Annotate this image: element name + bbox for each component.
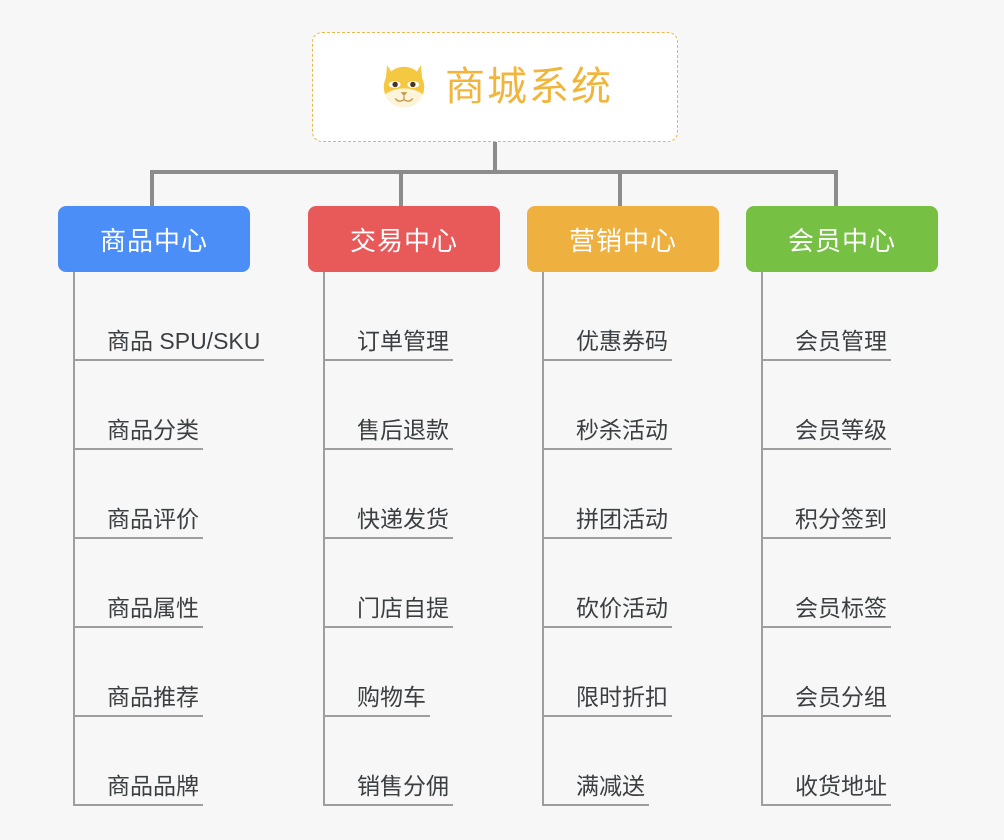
branch-marketing-center: 营销中心 优惠券码 秒杀活动 拼团活动 砍价活动 限时折扣: [527, 206, 719, 806]
category-header-label: 会员中心: [787, 225, 896, 256]
leaf-underline: [75, 715, 203, 717]
connector-drop-product-center: [150, 170, 154, 206]
list-item[interactable]: 购物车: [325, 628, 500, 717]
leaf-underline: [544, 804, 649, 806]
list-item[interactable]: 会员等级: [763, 361, 938, 450]
list-item[interactable]: 限时折扣: [544, 628, 719, 717]
shiba-dog-face-icon: [383, 65, 425, 109]
leaf-underline: [325, 537, 453, 539]
leaf-label: 优惠券码: [576, 327, 668, 354]
leaf-label: 商品属性: [107, 594, 199, 621]
list-item[interactable]: 销售分佣: [325, 717, 500, 806]
leaf-underline: [544, 626, 672, 628]
leaf-list-marketing-center: 优惠券码 秒杀活动 拼团活动 砍价活动 限时折扣 满减送: [542, 272, 719, 806]
leaf-label: 会员标签: [795, 594, 887, 621]
leaf-list-product-center: 商品 SPU/SKU 商品分类 商品评价 商品属性 商品推荐 商品品牌: [73, 272, 264, 806]
branch-trade-center: 交易中心 订单管理 售后退款 快递发货 门店自提 购物车: [308, 206, 500, 806]
leaf-underline: [75, 537, 203, 539]
leaf-underline: [763, 448, 891, 450]
leaf-underline: [763, 626, 891, 628]
leaf-label: 销售分佣: [357, 772, 449, 799]
list-item[interactable]: 售后退款: [325, 361, 500, 450]
leaf-underline: [763, 359, 891, 361]
leaf-label: 限时折扣: [576, 683, 668, 710]
list-item[interactable]: 收货地址: [763, 717, 938, 806]
branch-member-center: 会员中心 会员管理 会员等级 积分签到 会员标签 会员分组: [746, 206, 938, 806]
list-item[interactable]: 商品评价: [75, 450, 250, 539]
category-header-label: 商品中心: [99, 225, 208, 256]
leaf-underline: [763, 537, 891, 539]
list-item[interactable]: 积分签到: [763, 450, 938, 539]
list-item[interactable]: 商品 SPU/SKU: [75, 272, 264, 361]
leaf-underline: [75, 359, 264, 361]
connector-drop-trade-center: [399, 170, 403, 206]
leaf-underline: [75, 804, 203, 806]
leaf-label: 秒杀活动: [576, 416, 668, 443]
leaf-label: 购物车: [357, 683, 426, 710]
leaf-label: 积分签到: [795, 505, 887, 532]
leaf-label: 商品品牌: [107, 772, 199, 799]
leaf-label: 会员管理: [795, 327, 887, 354]
leaf-label: 商品推荐: [107, 683, 199, 710]
connector-trunk-stub: [493, 142, 497, 174]
leaf-label: 会员等级: [795, 416, 887, 443]
category-header-marketing-center[interactable]: 营销中心: [527, 206, 719, 272]
list-item[interactable]: 会员标签: [763, 539, 938, 628]
leaf-list-trade-center: 订单管理 售后退款 快递发货 门店自提 购物车 销售分佣: [323, 272, 500, 806]
category-header-trade-center[interactable]: 交易中心: [308, 206, 500, 272]
category-header-member-center[interactable]: 会员中心: [746, 206, 938, 272]
leaf-underline: [325, 359, 453, 361]
leaf-label: 商品评价: [107, 505, 199, 532]
root-title: 商城系统: [445, 65, 613, 109]
leaf-label: 订单管理: [357, 327, 449, 354]
list-item[interactable]: 砍价活动: [544, 539, 719, 628]
category-header-label: 交易中心: [349, 225, 458, 256]
leaf-label: 商品分类: [107, 416, 199, 443]
list-item[interactable]: 商品推荐: [75, 628, 250, 717]
root-node[interactable]: 商城系统: [312, 32, 678, 142]
branch-product-center: 商品中心 商品 SPU/SKU 商品分类 商品评价 商品属性 商品推荐: [58, 206, 264, 806]
leaf-underline: [75, 448, 203, 450]
connector-horizontal-bar: [150, 170, 838, 174]
leaf-list-member-center: 会员管理 会员等级 积分签到 会员标签 会员分组 收货地址: [761, 272, 938, 806]
list-item[interactable]: 满减送: [544, 717, 719, 806]
list-item[interactable]: 快递发货: [325, 450, 500, 539]
leaf-label: 门店自提: [357, 594, 449, 621]
list-item[interactable]: 商品分类: [75, 361, 250, 450]
leaf-label: 拼团活动: [576, 505, 668, 532]
leaf-underline: [325, 448, 453, 450]
leaf-underline: [544, 715, 672, 717]
list-item[interactable]: 订单管理: [325, 272, 500, 361]
list-item[interactable]: 商品品牌: [75, 717, 250, 806]
leaf-label: 收货地址: [795, 772, 887, 799]
leaf-underline: [544, 448, 672, 450]
leaf-underline: [763, 715, 891, 717]
list-item[interactable]: 商品属性: [75, 539, 250, 628]
list-item[interactable]: 拼团活动: [544, 450, 719, 539]
leaf-underline: [325, 804, 453, 806]
leaf-underline: [75, 626, 203, 628]
leaf-label: 商品 SPU/SKU: [107, 327, 261, 354]
leaf-label: 售后退款: [357, 416, 449, 443]
leaf-underline: [763, 804, 891, 806]
list-item[interactable]: 秒杀活动: [544, 361, 719, 450]
connector-drop-member-center: [834, 170, 838, 206]
leaf-label: 会员分组: [795, 683, 887, 710]
leaf-label: 满减送: [576, 772, 645, 799]
leaf-underline: [325, 715, 430, 717]
connector-drop-marketing-center: [618, 170, 622, 206]
category-header-product-center[interactable]: 商品中心: [58, 206, 250, 272]
leaf-label: 砍价活动: [576, 594, 668, 621]
list-item[interactable]: 会员管理: [763, 272, 938, 361]
leaf-underline: [544, 537, 672, 539]
list-item[interactable]: 门店自提: [325, 539, 500, 628]
leaf-label: 快递发货: [357, 505, 449, 532]
leaf-underline: [544, 359, 672, 361]
category-header-label: 营销中心: [568, 225, 677, 256]
list-item[interactable]: 会员分组: [763, 628, 938, 717]
list-item[interactable]: 优惠券码: [544, 272, 719, 361]
leaf-underline: [325, 626, 453, 628]
